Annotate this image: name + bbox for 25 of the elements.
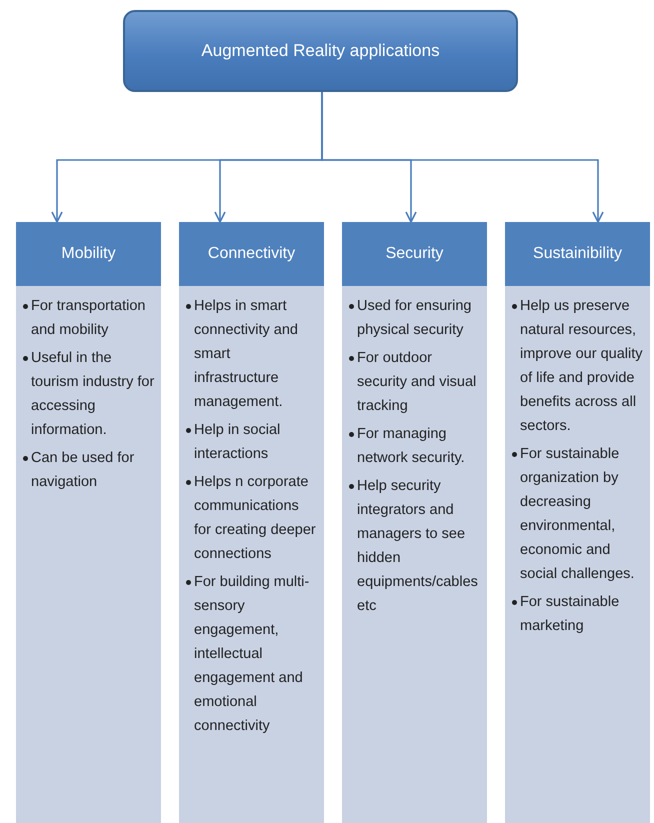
bullet-item: For managing network security. bbox=[348, 422, 481, 470]
bullet-item: For sustainable organization by decreasing environmental, economic and social challenges. bbox=[511, 442, 644, 586]
bullet-item: Helps n corporate communications for creating deeper connections bbox=[185, 470, 318, 566]
bullet-item: Help us preserve natural resources, improve our quality of life and provide benefits across all sectors. bbox=[511, 294, 644, 438]
bullet-item: Useful in the tourism industry for accessing information. bbox=[22, 346, 155, 442]
bullet-item: For transportation and mobility bbox=[22, 294, 155, 342]
column-header: Security bbox=[342, 222, 487, 286]
bullet-item: For outdoor security and visual tracking bbox=[348, 346, 481, 418]
category-column bbox=[16, 222, 161, 823]
category-column bbox=[179, 222, 324, 823]
column-header: Sustainibility bbox=[505, 222, 650, 286]
column-header: Connectivity bbox=[179, 222, 324, 286]
bullet-item: For sustainable marketing bbox=[511, 590, 644, 638]
bullet-item: Help in social interactions bbox=[185, 418, 318, 466]
title-text: Augmented Reality applications bbox=[201, 41, 440, 61]
bullet-item: Used for ensuring physical security bbox=[348, 294, 481, 342]
category-column bbox=[505, 222, 650, 823]
category-column bbox=[342, 222, 487, 823]
title-box bbox=[123, 10, 518, 92]
connector-arrow bbox=[321, 92, 604, 223]
bullet-item: For building multi-sensory engagement, intellectual engagement and emotional connectivity bbox=[185, 570, 318, 738]
column-header: Mobility bbox=[16, 222, 161, 286]
bullet-item: Can be used for navigation bbox=[22, 446, 155, 494]
bullet-item: Help security integrators and managers to see hidden equipments/cables etc bbox=[348, 474, 481, 618]
bullet-item: Helps in smart connectivity and smart infrastructure management. bbox=[185, 294, 318, 414]
